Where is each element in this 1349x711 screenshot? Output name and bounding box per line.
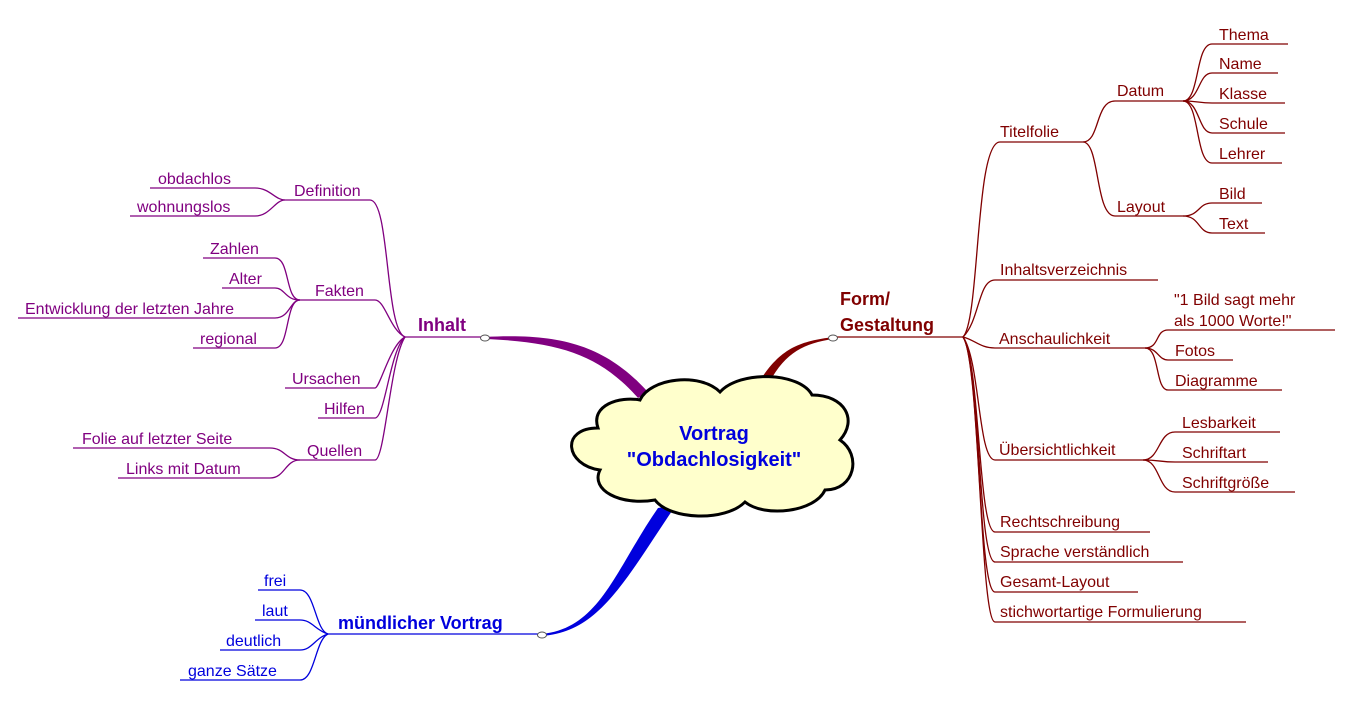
center-title-line2: "Obdachlosigkeit" [627,449,802,471]
entwicklung-label: Entwicklung der letzten Jahre [25,301,234,318]
schriftgroesse-label: Schriftgröße [1182,475,1269,492]
form-label-line1: Form/ [840,289,890,309]
uebersichtlichkeit-label: Übersichtlichkeit [999,441,1116,459]
folie-label: Folie auf letzter Seite [82,431,232,448]
form-collapse-handle[interactable] [828,334,838,342]
layout-label: Layout [1117,199,1166,216]
form-label-line2: Gestaltung [840,315,934,335]
anschaulichkeit-label: Anschaulichkeit [999,331,1111,348]
quellen-label: Quellen [307,443,362,460]
inhalt-collapse-handle[interactable] [480,334,490,342]
central-cloud [570,375,855,518]
fakten-label: Fakten [315,283,364,300]
bild-label: Bild [1219,186,1246,203]
datum-label: Datum [1117,83,1164,100]
vortrag-branch [180,589,542,681]
rechtschreibung-label: Rechtschreibung [1000,514,1120,531]
hilfen-label: Hilfen [324,401,365,418]
gesamtlayout-label: Gesamt-Layout [1000,574,1110,591]
fotos-label: Fotos [1175,343,1215,360]
lesbarkeit-label: Lesbarkeit [1182,415,1256,432]
inhalt-branch [18,187,485,479]
inhalt-main-branch [485,336,648,398]
lehrer-label: Lehrer [1219,146,1266,163]
laut-label: laut [262,603,288,620]
ursachen-label: Ursachen [292,371,360,388]
alter-label: Alter [229,271,263,288]
frei-label: frei [264,573,286,590]
zahlen-label: Zahlen [210,241,259,258]
schule-label: Schule [1219,116,1268,133]
quote-line2: als 1000 Worte!" [1174,313,1291,330]
titelfolie-label: Titelfolie [1000,124,1059,141]
definition-label: Definition [294,183,361,200]
wohnungslos-label: wohnungslos [136,199,230,216]
links-label: Links mit Datum [126,461,241,478]
ganze-saetze-label: ganze Sätze [188,663,277,680]
stichwort-label: stichwortartige Formulierung [1000,604,1202,621]
text-label: Text [1219,216,1249,233]
form-branch [833,43,1335,623]
inhalt-label: Inhalt [418,315,466,335]
inhaltsverzeichnis-label: Inhaltsverzeichnis [1000,262,1127,279]
center-title-line1: Vortrag [679,423,749,445]
obdachlos-label: obdachlos [158,171,231,188]
diagramme-label: Diagramme [1175,373,1258,390]
sprache-label: Sprache verständlich [1000,544,1149,561]
regional-label: regional [200,331,257,348]
klasse-label: Klasse [1219,86,1267,103]
thema-label: Thema [1219,27,1269,44]
deutlich-label: deutlich [226,633,281,650]
vortrag-collapse-handle[interactable] [537,631,547,639]
quote-line1: "1 Bild sagt mehr [1174,292,1296,309]
vortrag-main-branch [542,505,676,636]
vortrag-label: mündlicher Vortrag [338,613,503,633]
schriftart-label: Schriftart [1182,445,1247,462]
name-label: Name [1219,56,1262,73]
